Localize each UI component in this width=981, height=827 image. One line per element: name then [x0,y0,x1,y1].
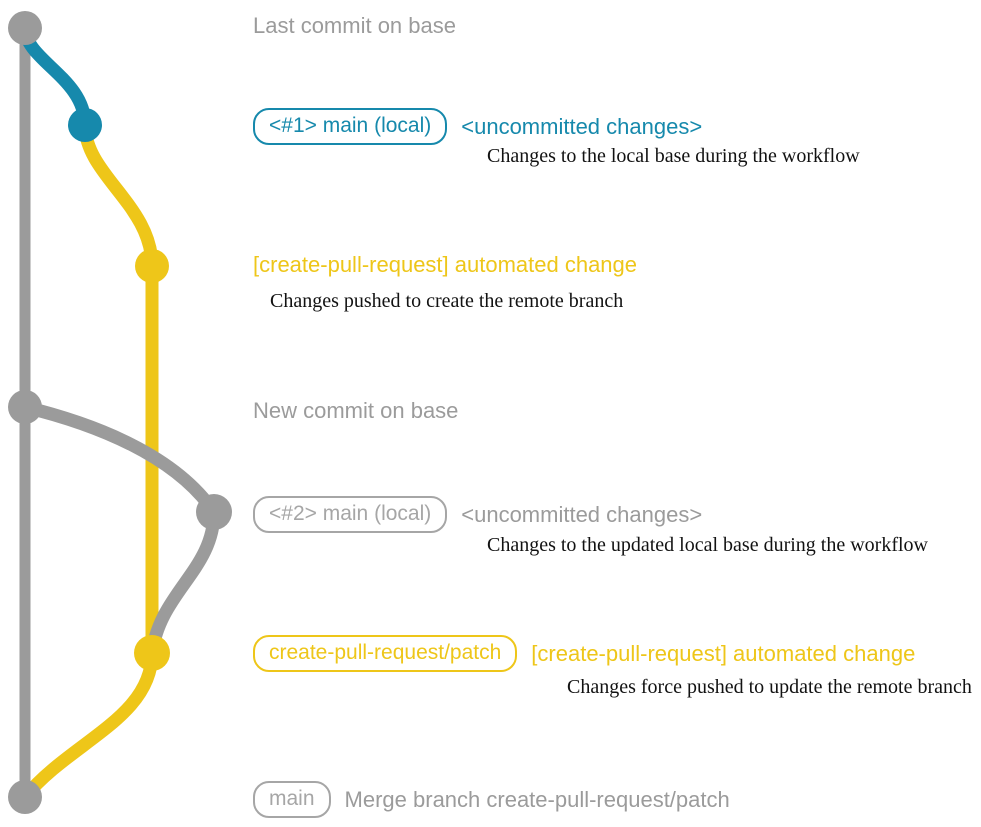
row-merge: main Merge branch create-pull-request/pa… [253,781,730,818]
commit-note-1: Changes to the local base during the wor… [487,145,860,167]
commit-node-base-new[interactable] [8,390,42,424]
commit-node-patch-2[interactable] [134,635,170,671]
edge-local-2-to-patch-2 [145,505,221,660]
edge-patch-2-to-merge [18,646,159,804]
edge-local-1-to-patch-1 [78,118,159,273]
branch-pill-main-local-2[interactable]: <#2> main (local) [253,496,448,533]
commit-node-base-last[interactable] [8,11,42,45]
commit-subject-4: [create-pull-request] automated change [531,640,916,666]
row-commit-3: <#2> main (local) <uncommitted changes> [253,496,702,533]
label-last-commit-on-base: Last commit on base [253,13,456,38]
commit-subject-2: [create-pull-request] automated change [253,252,638,277]
commit-note-2: Changes pushed to create the remote bran… [270,290,624,312]
commit-subject-1: <uncommitted changes> [461,113,703,139]
row-commit-1: <#1> main (local) <uncommitted changes> [253,108,702,145]
edge-base-new-to-local-2 [18,400,221,519]
commit-node-patch-1[interactable] [135,249,169,283]
label-new-commit-on-base: New commit on base [253,398,459,423]
commit-subject-3: <uncommitted changes> [461,501,703,527]
branch-pill-main[interactable]: main [253,781,331,818]
row-commit-4: create-pull-request/patch [create-pull-r… [253,635,915,672]
commit-subject-merge: Merge branch create-pull-request/patch [344,786,730,812]
commit-node-local-1[interactable] [68,108,102,142]
branch-pill-create-pull-request-patch[interactable]: create-pull-request/patch [253,635,518,672]
branch-pill-main-local-1[interactable]: <#1> main (local) [253,108,448,145]
commit-note-3: Changes to the updated local base during… [487,534,928,556]
commit-node-local-2[interactable] [196,494,232,530]
commit-node-base-merge[interactable] [8,780,42,814]
commit-note-4: Changes force pushed to update the remot… [567,676,972,698]
edge-base-to-local-1 [18,21,92,132]
